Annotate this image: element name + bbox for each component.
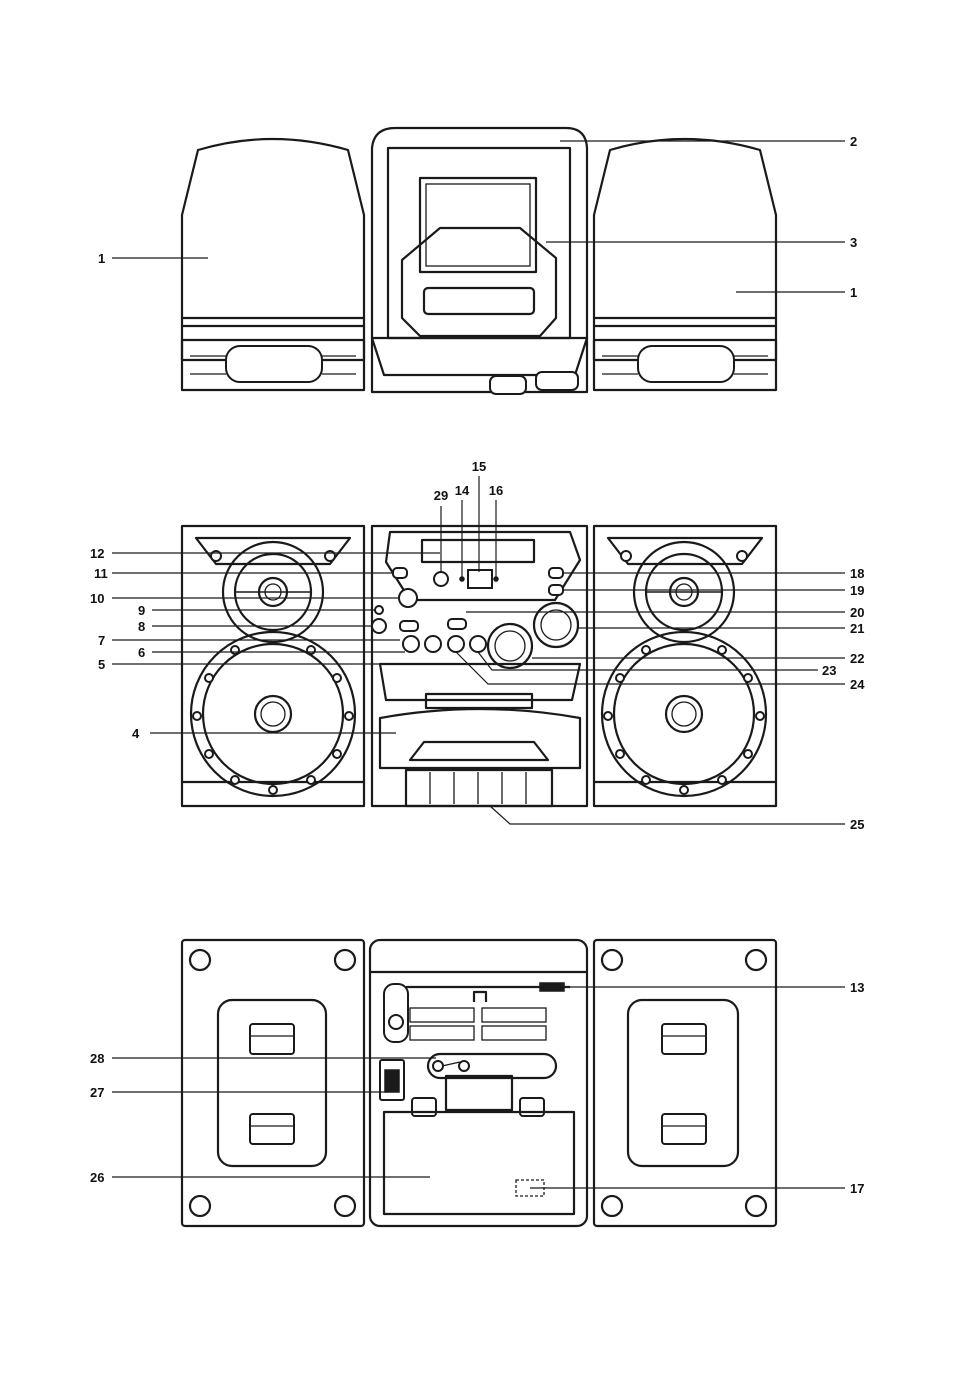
rear-vent-grille [410,1008,546,1040]
leader-f25 [490,806,845,824]
rear-right-speaker [594,940,776,1226]
callout-f8: 8 [138,619,145,634]
front-left-speaker [182,526,364,806]
callout-f24: 24 [850,677,865,692]
top-left-speaker-body [182,139,364,390]
callout-r27: 27 [90,1085,104,1100]
callout-r26: 26 [90,1170,104,1185]
callout-f11: 11 [94,566,108,581]
callout-f22: 22 [850,651,864,666]
callout-f21: 21 [850,621,864,636]
callout-top-2: 2 [850,134,857,149]
callout-top-1-left: 1 [98,251,105,266]
callout-f10: 10 [90,591,104,606]
rear-main-unit [370,940,587,1226]
callout-f4: 4 [132,726,140,741]
callout-f18: 18 [850,566,864,581]
callout-f20: 20 [850,605,864,620]
callout-f7: 7 [98,633,105,648]
callout-top-1-right: 1 [850,285,857,300]
callout-f12: 12 [90,546,104,561]
f29-button-shape [434,572,448,586]
callout-f29: 29 [434,488,448,503]
front-right-speaker [594,526,776,806]
top-view [112,128,845,394]
rear-view [112,940,845,1226]
callout-r17: 17 [850,1181,864,1196]
callout-top-3: 3 [850,235,857,250]
front-view [112,476,845,824]
callout-f9: 9 [138,603,145,618]
callout-f16: 16 [489,483,503,498]
callout-f15: 15 [472,459,486,474]
callout-f19: 19 [850,583,864,598]
top-main-unit-body [372,128,587,394]
callout-r28: 28 [90,1051,104,1066]
callout-f6: 6 [138,645,145,660]
callout-f23: 23 [822,663,836,678]
rear-left-speaker [182,940,364,1226]
callout-f5: 5 [98,657,105,672]
callout-f14: 14 [455,483,470,498]
callout-r13: 13 [850,980,864,995]
callout-f25: 25 [850,817,864,832]
top-right-speaker-body [594,139,776,390]
